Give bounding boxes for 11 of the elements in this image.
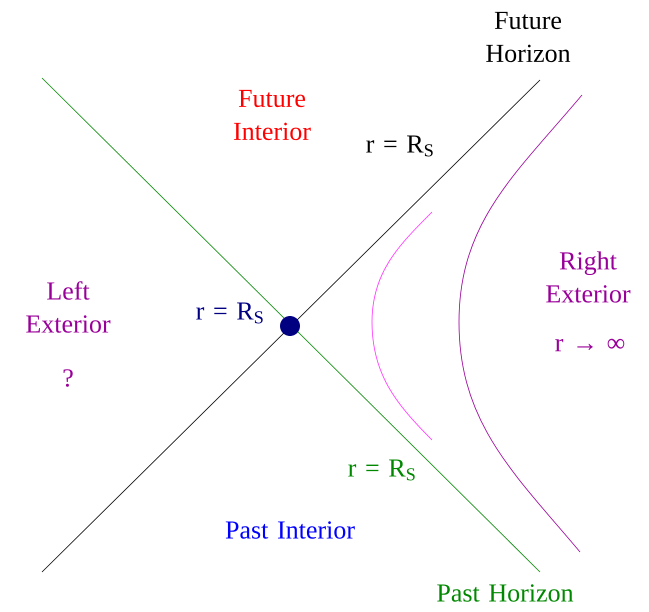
region-label: Future Interior (234, 90, 311, 140)
region-label: ? (64, 369, 73, 387)
radius-label: r → ∞ (555, 338, 624, 352)
region-label: Right Exterior (546, 251, 630, 303)
radius-label: r = R$_{S}$ (196, 302, 263, 324)
region-label: Past Interior (226, 521, 355, 539)
horizon-label: Future Horizon (486, 12, 570, 62)
horizon-label: Past Horizon (437, 584, 574, 602)
radius-label: r = R$_{S}$ (348, 460, 415, 480)
radius-label: r = R$_{S}$ (366, 136, 433, 156)
region-label: Left Exterior (26, 281, 110, 333)
